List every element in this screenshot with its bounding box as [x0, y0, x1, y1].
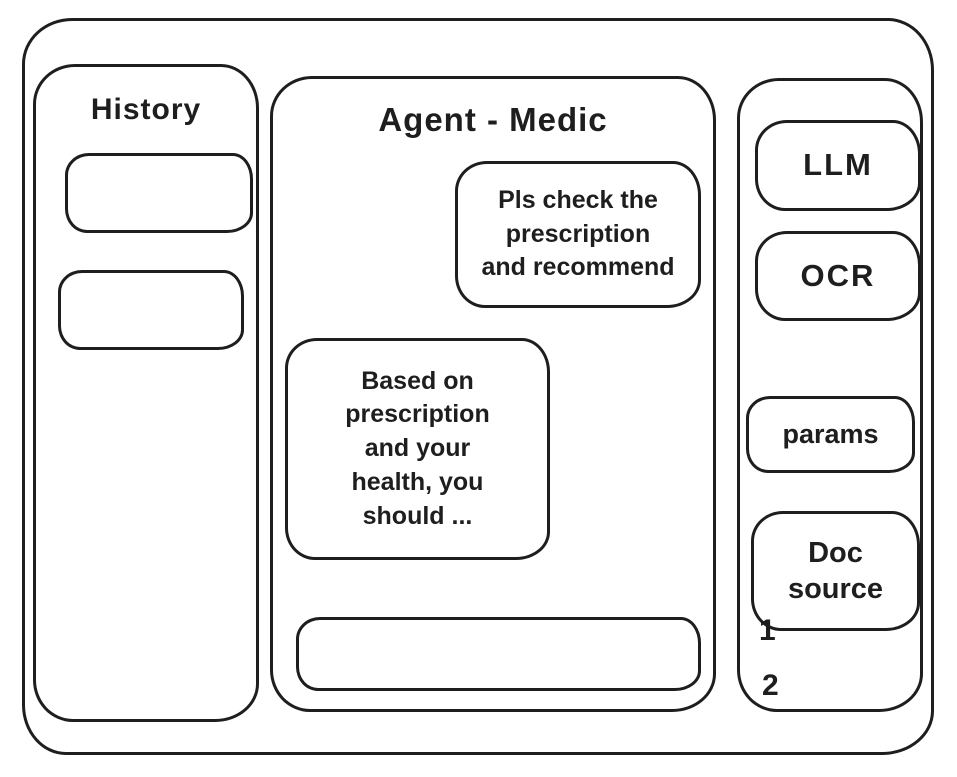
ocr-button[interactable]: OCR — [755, 231, 921, 321]
history-panel: History — [33, 64, 259, 722]
params-button[interactable]: params — [746, 396, 915, 473]
user-message-text: Pls check the prescription and recommend — [481, 185, 675, 282]
history-item[interactable] — [58, 270, 244, 350]
chat-title: Agent - Medic — [378, 101, 608, 138]
llm-button[interactable]: LLM — [755, 120, 921, 211]
user-message-bubble: Pls check the prescription and recommend — [455, 161, 701, 308]
doc-source-item-1[interactable]: 1 — [759, 614, 776, 647]
assistant-message-bubble: Based on prescription and your health, y… — [285, 338, 550, 560]
tools-panel: LLM OCR params Doc source 1 2 — [737, 78, 923, 712]
history-item[interactable] — [65, 153, 253, 233]
chat-panel: Agent - Medic Pls check the prescription… — [270, 76, 716, 712]
doc-source-button[interactable]: Doc source — [751, 511, 920, 631]
doc-source-item-2[interactable]: 2 — [762, 669, 779, 702]
message-input[interactable] — [296, 617, 701, 691]
history-title: History — [90, 93, 202, 126]
assistant-message-text: Based on prescription and your health, y… — [345, 366, 490, 530]
